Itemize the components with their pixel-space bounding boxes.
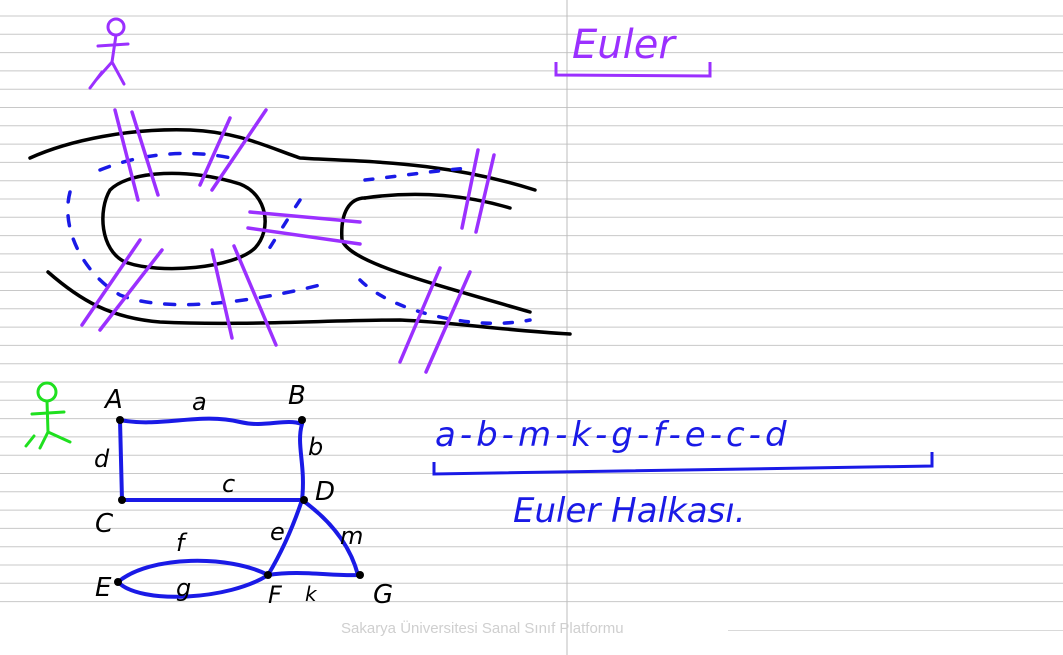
- edge-label-g: g: [176, 574, 191, 602]
- heading-text: Euler: [572, 22, 677, 68]
- river-bank-upper: [28, 128, 537, 192]
- footer: Sakarya Üniversitesi Sanal Sınıf Platfor…: [0, 618, 1063, 642]
- vertex-label-B: B: [288, 381, 306, 411]
- river-path-dashed-top: [98, 151, 242, 172]
- edge-label-k: k: [305, 582, 318, 606]
- island-right-top: [363, 192, 512, 210]
- euler-sequence-block: a-b-m-k-g-f-e-c-d Euler Halkası.: [432, 415, 934, 531]
- island-right: [340, 196, 532, 314]
- vertex-label-G: G: [373, 580, 393, 610]
- edge-label-b: b: [308, 433, 323, 461]
- vertex-label-C: C: [95, 509, 114, 539]
- sequence-bracket: [432, 452, 934, 476]
- edge-label-m: m: [340, 522, 363, 550]
- river-bank-lower: [46, 270, 572, 336]
- edge-d: [118, 418, 124, 502]
- footer-text: Sakarya Üniversitesi Sanal Sınıf Platfor…: [341, 620, 624, 637]
- island-left: [101, 171, 267, 271]
- river-path-dashed-right: [363, 166, 472, 182]
- euler-caption: Euler Halkası.: [513, 491, 746, 531]
- konigsberg-map: [28, 108, 572, 374]
- edge-label-f: f: [176, 529, 188, 557]
- vertex-label-E: E: [95, 573, 112, 603]
- euler-graph: [114, 416, 364, 599]
- edge-g: [116, 573, 270, 599]
- edge-f: [116, 558, 270, 584]
- stick-figure-green-icon: [24, 381, 72, 450]
- heading-euler: Euler: [554, 22, 712, 78]
- stick-figure-purple-icon: [88, 17, 130, 90]
- euler-sequence: a-b-m-k-g-f-e-c-d: [435, 415, 791, 455]
- bridges: [80, 108, 496, 374]
- vertex-labels: A B C D E F G: [95, 381, 393, 610]
- edge-label-d: d: [94, 445, 110, 473]
- vertices: [114, 416, 364, 586]
- edge-label-a: a: [192, 388, 207, 416]
- ruled-lines: [0, 15, 1063, 603]
- edge-k: [266, 570, 360, 578]
- edge-e: [266, 498, 304, 577]
- edge-a: [118, 416, 304, 426]
- heading-bracket: [554, 62, 712, 78]
- vertex-label-F: F: [268, 581, 283, 609]
- vertex-label-A: A: [103, 385, 123, 415]
- river-path-dashed-mid: [263, 198, 302, 257]
- edge-labels: a b c d e f g k m: [94, 388, 363, 606]
- edge-m: [300, 498, 360, 577]
- edge-label-c: c: [222, 470, 235, 498]
- river-path-dashed-lower: [358, 278, 532, 326]
- vertex-label-D: D: [315, 477, 335, 507]
- footer-line: [728, 630, 1063, 631]
- edge-label-e: e: [270, 518, 285, 546]
- edge-b: [298, 422, 305, 502]
